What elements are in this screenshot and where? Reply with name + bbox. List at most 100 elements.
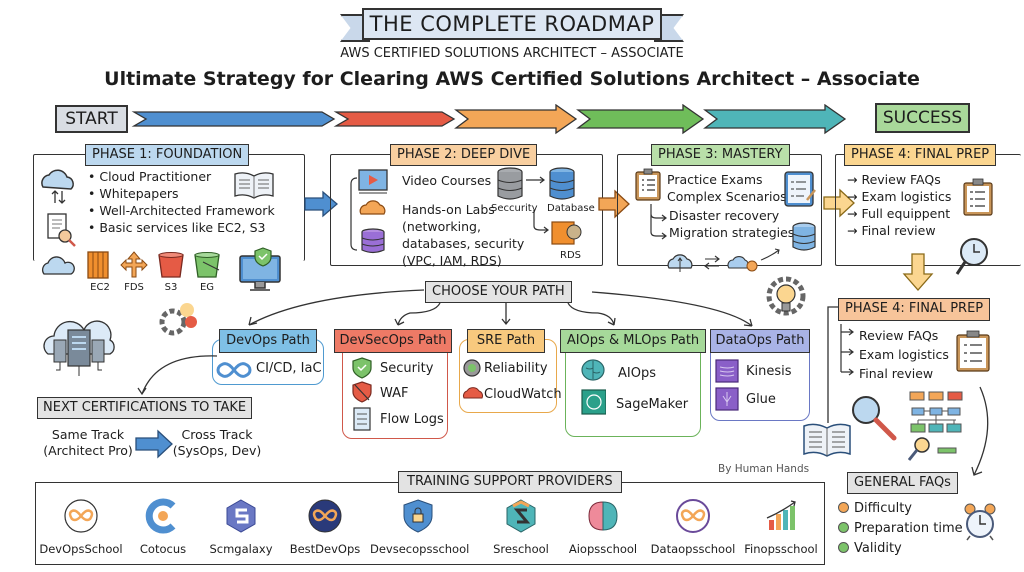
phase3-to-phase4-arrow: [823, 188, 855, 218]
database-blue-icon: [792, 222, 816, 251]
devsecops-icons: [352, 357, 372, 431]
finopsschool-logo-icon: [766, 500, 796, 530]
provider-name: Finopsschool: [744, 542, 818, 556]
document-search-icon: [47, 213, 76, 247]
provider-cotocus[interactable]: Cotocus: [120, 498, 206, 556]
phase4-item: → Review FAQs: [847, 172, 941, 187]
phase2-item: Hands-on Labs: [402, 202, 495, 217]
down-arrow: [902, 253, 934, 291]
bullet-dot-icon: [838, 522, 849, 533]
service-label-eg: EG: [199, 282, 215, 293]
clipboard-checklist-icon: [956, 330, 990, 372]
devsecops-item: Security: [380, 361, 434, 376]
magnifier-icon: [852, 396, 897, 441]
progress-segment-5: [703, 104, 847, 135]
dataops-item: Kinesis: [746, 364, 792, 379]
aiopsschool-logo-icon: [588, 501, 618, 531]
bullet-dot-icon: [838, 502, 849, 513]
service-label-fds: FDS: [124, 282, 144, 293]
provider-name: BestDevOps: [289, 542, 361, 556]
progress-segment-2: [333, 111, 456, 127]
provider-name: Dataopsschool: [650, 542, 736, 556]
phase4-title: PHASE 4: FINAL PREP: [844, 144, 997, 166]
faq-list: Difficulty Preparation time Validity: [838, 499, 963, 559]
cloudwatch-icon: [463, 387, 483, 399]
service-label-s3: S3: [164, 282, 178, 293]
phase2-to-phase3-arrow: [598, 189, 630, 219]
cloud-sync-icon: [41, 169, 74, 204]
clipboard-checklist-icon: [963, 178, 993, 216]
db-label-database: Database: [547, 203, 595, 214]
dataopsschool-logo-icon: [676, 499, 710, 533]
phase4b-item: Review FAQs: [859, 328, 939, 343]
faq-label: Validity: [854, 541, 902, 556]
cross-track-label: Cross Track: [181, 427, 253, 442]
sreschool-logo-icon: [506, 499, 536, 533]
dataops-path-title[interactable]: DataOps Path: [710, 329, 810, 353]
provider-devsecopsschool[interactable]: Devsecopsschool: [370, 498, 469, 556]
branch-arrows-icon: [650, 204, 667, 240]
phase4-item: → Final review: [847, 223, 936, 238]
devsecops-path-title[interactable]: DevSecOps Path: [334, 329, 452, 353]
open-book-icon: [234, 172, 274, 199]
curved-arrow-to-faqs: [971, 386, 989, 476]
phase3-title: PHASE 3: MASTERY: [651, 144, 790, 166]
database-purple-icon: [361, 232, 385, 254]
phase4-list: → Review FAQs → Exam logistics → Full eq…: [847, 171, 951, 239]
phase1-item: • Cloud Practitioner: [88, 169, 212, 184]
faq-item: Validity: [838, 539, 963, 559]
phase4b-item: Final review: [859, 366, 934, 381]
migration-sync-icons: [667, 248, 780, 272]
provider-scmgalaxy[interactable]: Scmgalaxy: [198, 498, 284, 556]
provider-dataopsschool[interactable]: Dataopsschool: [645, 498, 741, 556]
phase1-item: • Basic services like EC2, S3: [88, 220, 266, 235]
start-label: START: [55, 105, 128, 133]
devops-item: CI/CD, IaC: [256, 361, 322, 376]
progress-arrows: [131, 104, 847, 135]
provider-bestdevops[interactable]: BestDevOps: [282, 498, 368, 556]
sre-icons: [463, 359, 483, 399]
cloud-lab-icon: [359, 200, 386, 215]
aiops-path-title[interactable]: AIOps & MLOps Path: [560, 329, 706, 353]
phase4b-list: Review FAQs Exam logistics Final review: [859, 326, 949, 383]
devsecops-item: Flow Logs: [380, 412, 444, 427]
aiops-item: SageMaker: [616, 397, 689, 412]
phase1-title: PHASE 1: FOUNDATION: [85, 144, 250, 166]
next-certs-title: NEXT CERTIFICATIONS TO TAKE: [37, 397, 253, 419]
provider-name: Sreschool: [493, 542, 549, 556]
phase2-item: Video Courses: [402, 173, 492, 188]
clipboard-checklist-icon: [635, 168, 661, 201]
provider-finopsschool[interactable]: Finopsschool: [738, 498, 824, 556]
faq-item: Difficulty: [838, 499, 963, 519]
progress-segment-4: [576, 104, 705, 135]
provider-sreschool[interactable]: Sreschool: [478, 498, 564, 556]
cotocus-logo-icon: [145, 498, 176, 534]
clock-magnifier-icon: [955, 238, 988, 275]
bullet-dot-icon: [838, 542, 849, 553]
sre-path-title[interactable]: SRE Path: [467, 329, 545, 353]
scmgalaxy-logo-icon: [226, 499, 256, 533]
gears-people-icon: [159, 303, 197, 336]
provider-devopsschool[interactable]: DevOpsSchool: [38, 498, 124, 556]
phase3-list: Practice Exams Complex Scenarios: [667, 171, 787, 205]
phase2-item: (networking,: [402, 219, 481, 234]
track-arrow: [135, 429, 173, 459]
faq-label: Preparation time: [854, 521, 963, 536]
devops-path-title[interactable]: DevOps Path: [219, 329, 317, 353]
phase2-title: PHASE 2: DEEP DIVE: [390, 144, 538, 166]
infinity-icon: [216, 362, 252, 378]
devopsschool-logo-icon: [64, 499, 98, 533]
phase3-item: Practice Exams: [667, 172, 763, 187]
phase2-item: (VPC, IAM, RDS): [402, 253, 502, 268]
phase4b-title: PHASE 4: FINAL PREP: [838, 298, 991, 321]
provider-aiopsschool[interactable]: Aiopsschool: [560, 498, 646, 556]
db-label-security: Seccurity: [491, 203, 538, 214]
choose-path-connectors: [248, 289, 753, 327]
sre-item: CloudWatch: [484, 387, 562, 402]
faq-label: Difficulty: [854, 501, 912, 516]
subtitle: AWS CERTIFIED SOLUTIONS ARCHITECT – ASSO…: [340, 46, 684, 61]
progress-segment-3: [454, 104, 578, 135]
phase4b-branch-icon: [840, 324, 854, 376]
cloud-icon: [41, 256, 75, 275]
same-track: Same Track (Architect Pro): [38, 427, 138, 459]
